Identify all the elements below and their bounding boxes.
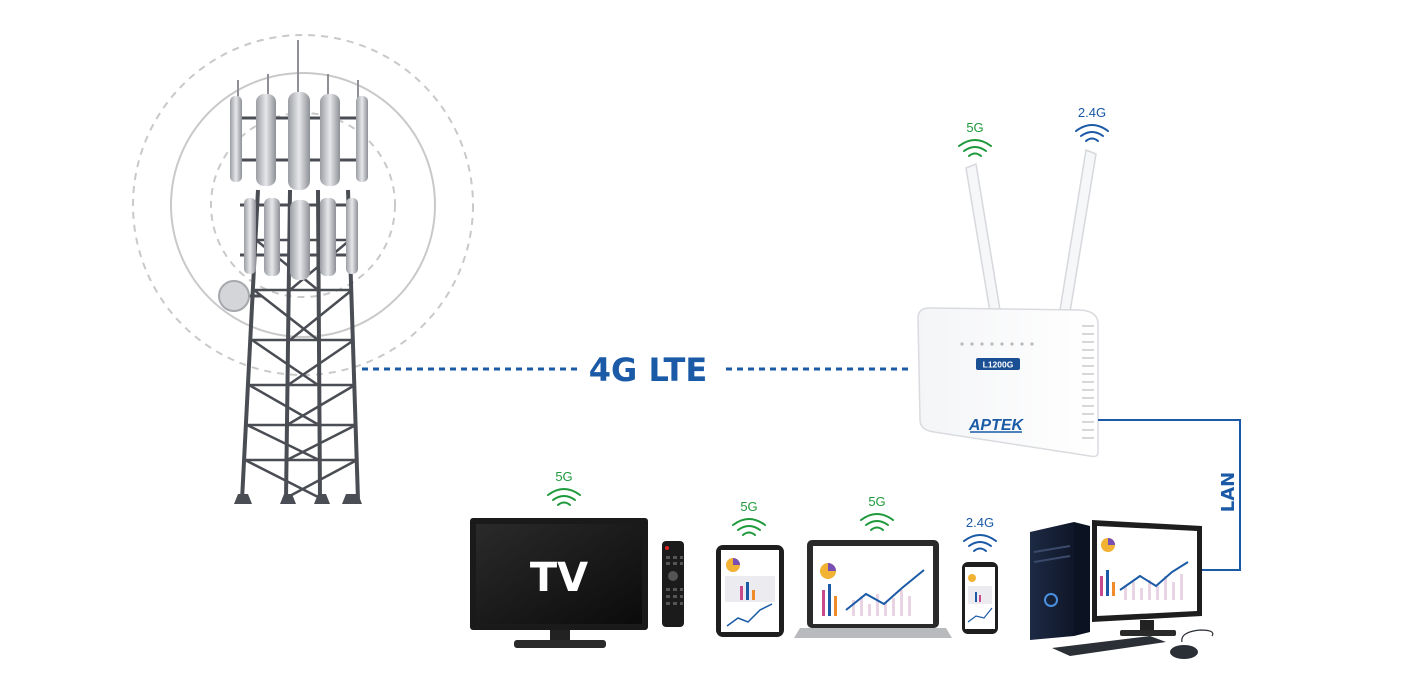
lte-label: 4G LTE <box>589 351 707 389</box>
tower-antenna-panels-upper <box>230 92 368 190</box>
router-wifi-24g-label: 2.4G <box>1078 105 1106 120</box>
power-button-icon <box>1044 593 1058 607</box>
router-model-label: L1200G <box>983 360 1014 370</box>
lan-link: LAN <box>1098 419 1241 571</box>
lte-link: 4G LTE <box>362 351 908 389</box>
phone-wifi: 2.4G <box>963 515 997 552</box>
tower-antenna-panels-lower <box>244 198 358 280</box>
tv-label: TV <box>530 555 588 601</box>
lan-label: LAN <box>1218 472 1239 512</box>
tablet-wifi-label: 5G <box>740 499 757 514</box>
router-wifi-5g: 5G <box>958 120 992 157</box>
remote-control <box>662 541 684 627</box>
tv: 5G TV <box>470 469 684 648</box>
microwave-dish <box>218 280 262 312</box>
tablet-wifi: 5G <box>732 499 766 536</box>
desktop-computer <box>1030 520 1214 659</box>
cell-tower <box>132 34 474 504</box>
router-brand-label: APTEK <box>968 417 1025 434</box>
router-wifi-5g-label: 5G <box>966 120 983 135</box>
phone-wifi-label: 2.4G <box>966 515 994 530</box>
router-status-leds <box>960 342 1034 346</box>
tv-wifi-label: 5G <box>555 469 572 484</box>
laptop-wifi: 5G <box>860 494 894 531</box>
tv-wifi: 5G <box>547 469 581 506</box>
router-antenna-left <box>965 162 1001 313</box>
router-antenna-right <box>1059 148 1097 313</box>
router: L1200G APTEK <box>917 148 1099 458</box>
laptop-wifi-label: 5G <box>868 494 885 509</box>
tablet: 5G <box>716 499 784 637</box>
phone: 2.4G <box>962 515 998 634</box>
router-wifi-24g: 2.4G <box>1075 105 1109 142</box>
laptop: 5G <box>794 494 952 638</box>
